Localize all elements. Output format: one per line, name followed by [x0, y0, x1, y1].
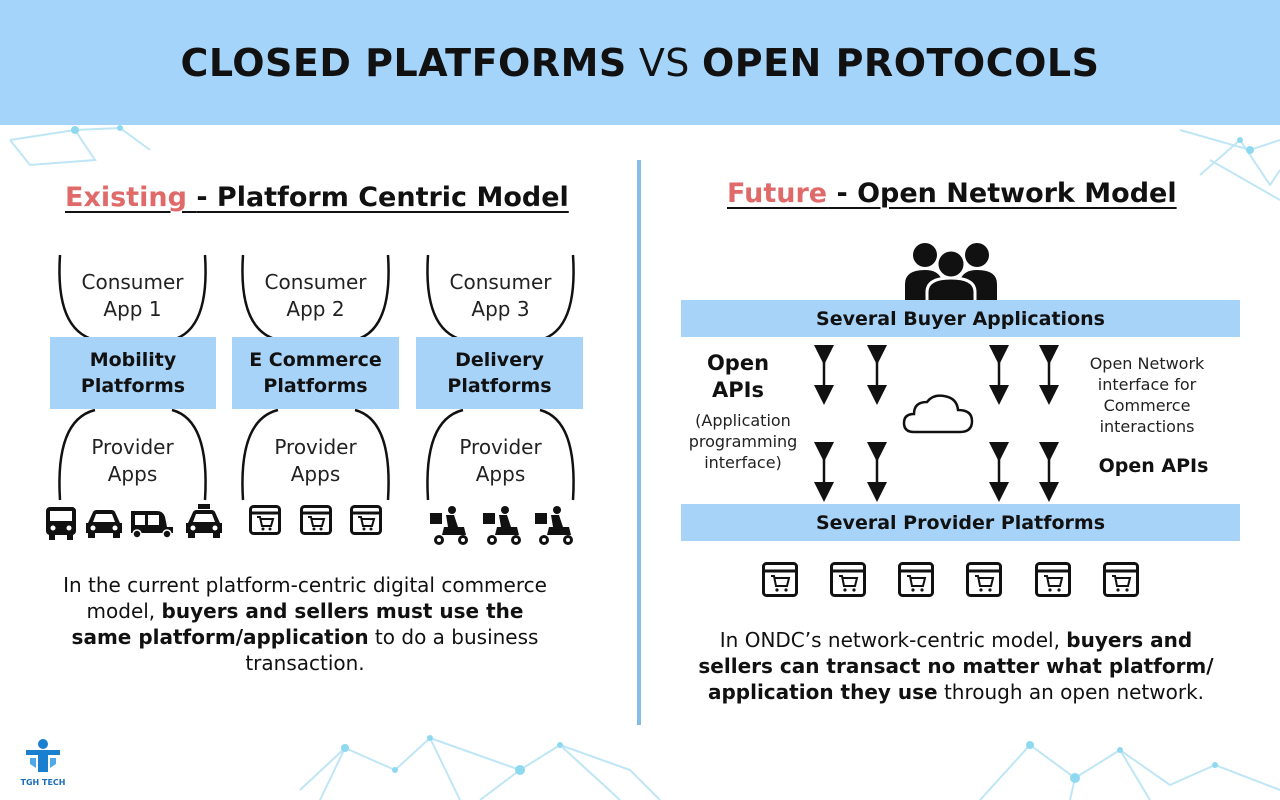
title-right: OPEN PROTOCOLS — [701, 40, 1100, 85]
delivery-scooter-icon — [483, 506, 521, 545]
right-title-rest: - Open Network Model — [836, 178, 1177, 209]
left-description: In the current platform-centric digital … — [63, 573, 547, 675]
right-description: In ONDC’s network-centric model, buyers … — [698, 628, 1214, 704]
car-icon — [86, 510, 122, 538]
tgh-logo-icon — [26, 739, 60, 772]
auto-rickshaw-icon — [131, 511, 173, 539]
right-section-title: Future - Open Network Model — [727, 178, 1177, 209]
taxi-icon — [186, 504, 222, 538]
left-title-highlight: Existing — [65, 182, 187, 213]
delivery-scooter-icon — [430, 506, 468, 545]
cart-icon — [300, 505, 332, 535]
logo-text: TGH TECH — [20, 778, 66, 787]
cart-icon — [966, 562, 1002, 597]
bus-icon — [46, 507, 76, 540]
api-arrows — [814, 345, 1059, 502]
right-title-highlight: Future — [727, 178, 828, 209]
left-section-title: Existing - Platform Centric Model — [65, 182, 569, 213]
cart-icon — [898, 562, 934, 597]
users-icon — [905, 243, 997, 304]
provider-platforms-band: Several Provider Platforms — [681, 504, 1240, 541]
title-vs: VS — [638, 40, 690, 85]
cloud-icon — [902, 394, 974, 434]
cart-icon — [249, 505, 281, 535]
cart-icon — [830, 562, 866, 597]
cart-icon — [1035, 562, 1071, 597]
title-left: CLOSED PLATFORMS — [180, 40, 627, 85]
cart-icon — [1103, 562, 1139, 597]
delivery-scooter-icon — [535, 506, 573, 545]
buyer-applications-band: Several Buyer Applications — [681, 300, 1240, 337]
open-apis-right-label: Open APIs — [1098, 455, 1209, 477]
left-title-rest: - Platform Centric Model — [196, 182, 569, 213]
section-divider — [637, 160, 641, 725]
cart-icon — [762, 562, 798, 597]
cart-icon — [350, 505, 382, 535]
